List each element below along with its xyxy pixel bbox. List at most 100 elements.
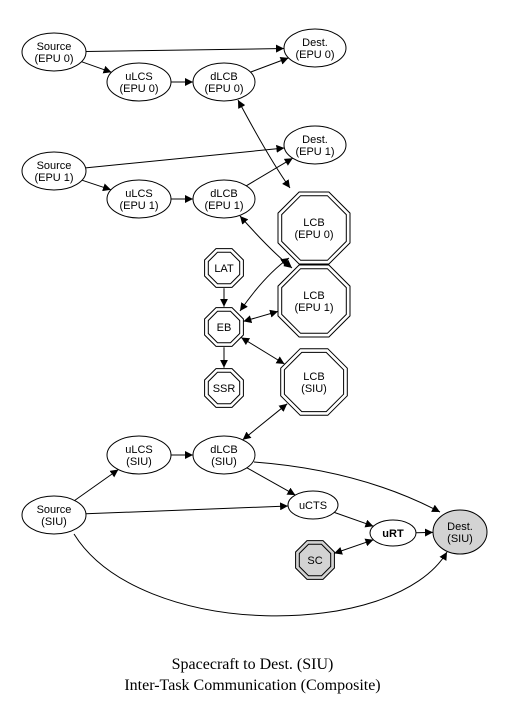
node-ellipse (283, 125, 347, 165)
node-label: dLCB (210, 71, 238, 83)
node-label: (SIU) (301, 383, 327, 395)
edge-eb-to-lcb_epu0 (239, 257, 290, 312)
node-source-epu0: Source(EPU 0) (21, 32, 87, 72)
node-lat: LAT (204, 248, 244, 288)
node-label: dLCB (210, 188, 238, 200)
node-ellipse (192, 179, 256, 219)
node-label: LAT (214, 263, 234, 275)
node-label: Source (37, 41, 72, 53)
node-inner-octagon (207, 371, 241, 405)
node-ellipse (283, 28, 347, 68)
node-label: (EPU 1) (295, 146, 334, 158)
node-label: (EPU 1) (294, 302, 333, 314)
edge-eb-to-lcb_epu1 (243, 309, 279, 324)
node-lcb-epu1: LCB(EPU 1) (277, 264, 351, 338)
node-label: (EPU 0) (34, 53, 73, 65)
node-label: (SIU) (211, 456, 237, 468)
node-label: (EPU 0) (294, 229, 333, 241)
node-ellipse (21, 495, 87, 535)
edges-layer (73, 44, 448, 617)
node-label: dLCB (210, 444, 238, 456)
edge-dlcb_epu0-to-lcb_epu0 (237, 99, 291, 189)
node-urt: uRT (369, 519, 417, 547)
node-ssr: SSR (204, 368, 244, 408)
edge-source_siu-to-ulcs_siu (74, 469, 119, 501)
node-eb: EB (204, 307, 244, 347)
node-label: (EPU 1) (34, 172, 73, 184)
node-ulcs-siu: uLCS(SIU) (106, 435, 172, 475)
node-label: uCTS (299, 500, 327, 512)
edge-source_siu-to-dest_siu (73, 533, 448, 617)
edge-source_epu1-to-dest_epu1 (85, 144, 285, 169)
node-inner-octagon (281, 268, 347, 334)
node-inner-octagon (207, 251, 241, 285)
edge-source_epu0-to-ulcs_epu0 (81, 61, 112, 74)
node-ellipse (21, 151, 87, 191)
edge-source_epu1-to-ulcs_epu1 (81, 179, 112, 192)
edge-source_siu-to-ucts (85, 502, 289, 515)
node-label: EB (217, 322, 232, 334)
node-dest-siu: Dest.(SIU) (432, 509, 488, 555)
edge-dlcb_epu0-to-dest_epu0 (250, 56, 289, 73)
node-label: (EPU 0) (119, 83, 158, 95)
node-inner-octagon (283, 351, 345, 413)
node-dest-epu0: Dest.(EPU 0) (283, 28, 347, 68)
node-label: (SIU) (126, 456, 152, 468)
edge-dlcb_siu-to-ucts (246, 467, 296, 496)
node-label: Dest. (302, 134, 328, 146)
node-inner-octagon (281, 195, 347, 261)
node-source-siu: Source(SIU) (21, 495, 87, 535)
node-label: (EPU 0) (204, 83, 243, 95)
node-ulcs-epu0: uLCS(EPU 0) (106, 62, 172, 102)
node-label: uLCS (125, 188, 153, 200)
node-ellipse (192, 435, 256, 475)
node-dlcb-siu: dLCB(SIU) (192, 435, 256, 475)
node-dest-epu1: Dest.(EPU 1) (283, 125, 347, 165)
itc-graph: Source(EPU 0)Dest.(EPU 0)uLCS(EPU 0)dLCB… (21, 28, 488, 617)
edge-sc-to-urt (333, 538, 374, 555)
node-inner-octagon (298, 543, 332, 577)
node-label: Dest. (302, 37, 328, 49)
node-lcb-siu: LCB(SIU) (280, 348, 348, 416)
node-label: uLCS (125, 444, 153, 456)
edge-eb-to-lcb_siu (240, 337, 285, 365)
node-label: LCB (303, 371, 324, 383)
edge-source_epu0-to-dest_epu0 (85, 44, 285, 53)
node-ellipse (369, 519, 417, 547)
node-label: Source (37, 504, 72, 516)
node-ellipse (106, 435, 172, 475)
node-label: Dest. (447, 521, 473, 533)
node-label: (EPU 0) (295, 49, 334, 61)
node-label: SSR (213, 383, 236, 395)
edge-dlcb_epu1-to-dest_epu1 (246, 157, 293, 187)
node-ellipse (106, 179, 172, 219)
node-lcb-epu0: LCB(EPU 0) (277, 191, 351, 265)
node-label: (SIU) (447, 533, 473, 545)
node-ellipse (287, 490, 339, 520)
node-dlcb-epu1: dLCB(EPU 1) (192, 179, 256, 219)
node-label: (SIU) (41, 516, 67, 528)
node-ellipse (432, 509, 488, 555)
caption-subtitle: Inter-Task Communication (Composite) (124, 677, 381, 694)
node-inner-octagon (207, 310, 241, 344)
node-ellipse (106, 62, 172, 102)
node-label: LCB (303, 217, 324, 229)
node-ucts: uCTS (287, 490, 339, 520)
node-ellipse (21, 32, 87, 72)
node-label: (EPU 1) (119, 200, 158, 212)
node-label: Source (37, 160, 72, 172)
nodes-layer: Source(EPU 0)Dest.(EPU 0)uLCS(EPU 0)dLCB… (21, 28, 488, 580)
node-sc: SC (295, 540, 335, 580)
edge-dlcb_siu-to-lcb_siu (242, 403, 288, 441)
node-ellipse (192, 62, 256, 102)
node-ulcs-epu1: uLCS(EPU 1) (106, 179, 172, 219)
node-source-epu1: Source(EPU 1) (21, 151, 87, 191)
node-label: uLCS (125, 71, 153, 83)
edge-ucts-to-urt (334, 511, 374, 528)
node-label: LCB (303, 290, 324, 302)
node-dlcb-epu0: dLCB(EPU 0) (192, 62, 256, 102)
node-label: SC (307, 555, 322, 567)
node-label: uRT (382, 528, 404, 540)
caption-title: Spacecraft to Dest. (SIU) (171, 656, 334, 673)
edge-dlcb_siu-to-dest_siu (253, 461, 441, 513)
